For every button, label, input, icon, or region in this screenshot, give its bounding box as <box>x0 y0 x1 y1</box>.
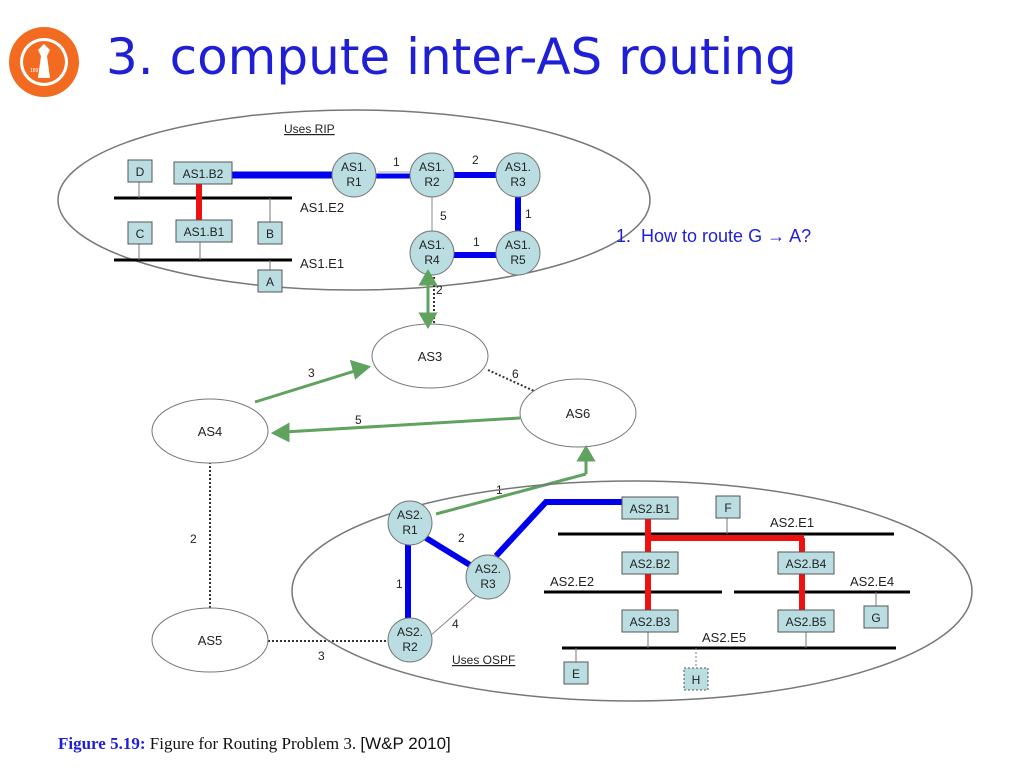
slide-title: 3. compute inter-AS routing <box>106 28 797 86</box>
as1-network-e2: AS1.E2 <box>300 200 344 215</box>
as2-border-b2: AS2.B2 <box>621 551 679 575</box>
as4-node: AS4 <box>151 398 269 464</box>
as2-region <box>291 480 973 702</box>
svg-text:AS6: AS6 <box>566 406 591 421</box>
as2-border-b1: AS2.B1 <box>621 496 679 520</box>
svg-text:R2: R2 <box>424 175 440 189</box>
as1-router-r4: AS1. R4 <box>409 230 455 276</box>
svg-text:1891: 1891 <box>30 68 41 74</box>
svg-text:R3: R3 <box>480 577 496 591</box>
as2-router-r2: AS2. R2 <box>387 617 433 663</box>
question: 1. How to route G → A? <box>616 226 811 247</box>
svg-text:AS2.B4: AS2.B4 <box>786 557 827 571</box>
as2-network-e5: AS2.E5 <box>702 630 746 645</box>
as1-host-d: D <box>127 159 153 183</box>
svg-text:AS2.B1: AS2.B1 <box>630 502 671 516</box>
svg-text:AS2.: AS2. <box>397 625 423 639</box>
as1-border-b1: AS1.B1 <box>175 219 233 243</box>
svg-text:AS2.: AS2. <box>475 562 501 576</box>
figure-caption: Figure 5.19: Figure for Routing Problem … <box>58 734 451 754</box>
svg-text:AS1.: AS1. <box>505 160 531 174</box>
as2-border-b5: AS2.B5 <box>777 609 835 633</box>
as1-router-r3: AS1. R3 <box>495 152 541 198</box>
as2-cost-r2-r3: 4 <box>452 617 459 631</box>
svg-text:AS2.: AS2. <box>397 508 423 522</box>
figure-text: Figure for Routing Problem 3. <box>149 734 357 753</box>
svg-text:AS5: AS5 <box>198 633 223 648</box>
cost-as1-as3: 2 <box>436 283 443 297</box>
svg-text:AS1.B1: AS1.B1 <box>184 225 225 239</box>
svg-text:AS1.: AS1. <box>419 160 445 174</box>
as2-host-h: H <box>683 667 709 691</box>
svg-text:B: B <box>266 227 274 241</box>
as2-host-g: G <box>863 605 889 629</box>
as1-cost-r4-r5: 1 <box>473 235 480 249</box>
svg-text:R4: R4 <box>424 253 440 267</box>
as2-host-f: F <box>715 495 741 519</box>
as1-cost-r3-r5: 1 <box>525 207 532 221</box>
svg-text:A: A <box>266 275 274 289</box>
svg-text:D: D <box>136 165 145 179</box>
as2-border-b4: AS2.B4 <box>777 551 835 575</box>
as2-cost-r1-r2: 1 <box>396 577 403 591</box>
svg-text:R3: R3 <box>510 175 526 189</box>
cost-as5-as2: 3 <box>318 649 325 663</box>
as2-network-e4: AS2.E4 <box>850 574 894 589</box>
as1-cost-r2-r4: 5 <box>440 209 447 223</box>
cost-as6-as4: 5 <box>355 413 362 427</box>
citation: [W&P 2010] <box>360 734 451 753</box>
green-route <box>254 269 596 516</box>
as2-router-r1: AS2. R1 <box>387 500 433 546</box>
as2-network-e2: AS2.E2 <box>550 574 594 589</box>
svg-text:AS2.B2: AS2.B2 <box>630 557 671 571</box>
svg-text:E: E <box>572 667 580 681</box>
svg-text:AS1.: AS1. <box>341 160 367 174</box>
question-text: How to route G → A? <box>641 226 812 246</box>
as1-router-r2: AS1. R2 <box>409 152 455 198</box>
as1-router-r1: AS1. R1 <box>331 152 377 198</box>
svg-text:AS1.: AS1. <box>505 238 531 252</box>
as1-host-c: C <box>127 221 153 245</box>
as1-border-b2: AS1.B2 <box>173 161 233 185</box>
as2-cost-r1-r3: 2 <box>458 531 465 545</box>
as1-host-a: A <box>257 269 283 293</box>
svg-text:AS2.B3: AS2.B3 <box>630 615 671 629</box>
svg-text:R1: R1 <box>346 175 362 189</box>
as5-node: AS5 <box>151 607 269 673</box>
svg-text:H: H <box>692 673 701 687</box>
as2-router-r3: AS2. R3 <box>465 554 511 600</box>
as1-network-e1: AS1.E1 <box>300 256 344 271</box>
as2-host-e: E <box>563 661 589 685</box>
as2-border-b3: AS2.B3 <box>621 609 679 633</box>
as1-region <box>57 109 651 291</box>
svg-text:AS3: AS3 <box>418 349 443 364</box>
cost-as4-as3: 3 <box>308 366 315 380</box>
as1-host-b: B <box>257 221 283 245</box>
as1-router-r5: AS1. R5 <box>495 230 541 276</box>
as1-cost-r1-r2: 1 <box>393 155 400 169</box>
svg-text:G: G <box>871 611 880 625</box>
cost-as4-as5: 2 <box>190 532 197 546</box>
svg-text:AS1.: AS1. <box>419 238 445 252</box>
cost-as3-as6: 6 <box>512 367 519 381</box>
svg-text:AS1.B2: AS1.B2 <box>183 167 224 181</box>
as6-node: AS6 <box>519 378 637 448</box>
svg-text:R2: R2 <box>402 640 418 654</box>
svg-text:AS4: AS4 <box>198 424 223 439</box>
as1-region-label: Uses RIP <box>284 122 335 136</box>
caltech-seal-logo: 1891 <box>9 27 79 97</box>
svg-text:AS2.B5: AS2.B5 <box>786 615 827 629</box>
svg-text:C: C <box>136 227 145 241</box>
as3-node: AS3 <box>371 323 489 389</box>
svg-text:R1: R1 <box>402 523 418 537</box>
figure-label: Figure 5.19: <box>58 734 146 753</box>
as1-cost-r2-r3: 2 <box>472 153 479 167</box>
svg-text:F: F <box>724 501 731 515</box>
as2-network-e1: AS2.E1 <box>770 515 814 530</box>
svg-text:R5: R5 <box>510 253 526 267</box>
as2-region-label: Uses OSPF <box>452 653 515 667</box>
question-number: 1. <box>616 226 632 246</box>
